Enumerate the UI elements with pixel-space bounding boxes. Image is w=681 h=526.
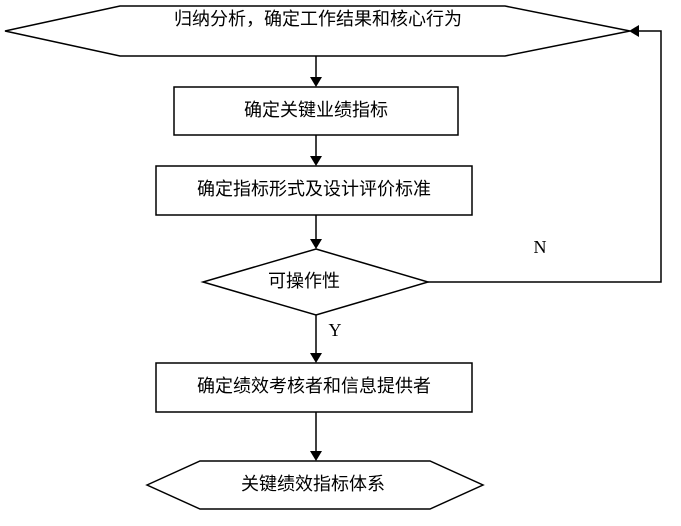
node-indicator-form: 确定指标形式及设计评价标准 — [155, 165, 473, 216]
node-indicator-form-label: 确定指标形式及设计评价标准 — [197, 179, 431, 200]
node-analyze: 归纳分析，确定工作结果和核心行为 — [4, 5, 631, 57]
node-assessor: 确定绩效考核者和信息提供者 — [155, 362, 473, 413]
arrowhead-icon — [310, 353, 322, 363]
node-key-performance: 确定关键业绩指标 — [173, 86, 459, 136]
process-box — [173, 86, 459, 136]
arrowhead-icon — [629, 25, 639, 37]
process-box — [155, 362, 473, 413]
node-feasibility-label: 可操作性 — [268, 271, 340, 292]
arrowhead-icon — [310, 451, 322, 461]
arrowhead-icon — [310, 156, 322, 166]
branch-no-label: N — [534, 237, 547, 257]
node-kpi-system-label: 关键绩效指标体系 — [241, 474, 385, 495]
process-box — [155, 165, 473, 216]
node-assessor-label: 确定绩效考核者和信息提供者 — [197, 376, 431, 397]
branch-yes-label: Y — [329, 320, 342, 340]
hexagon-shape — [145, 460, 485, 510]
arrowhead-icon — [310, 239, 322, 249]
connector-no-loop — [428, 30, 662, 283]
node-feasibility: 可操作性 — [200, 248, 431, 316]
node-analyze-label: 归纳分析，确定工作结果和核心行为 — [174, 9, 462, 30]
arrowhead-icon — [310, 77, 322, 87]
node-key-performance-label: 确定关键业绩指标 — [244, 100, 388, 121]
node-kpi-system: 关键绩效指标体系 — [145, 460, 485, 510]
